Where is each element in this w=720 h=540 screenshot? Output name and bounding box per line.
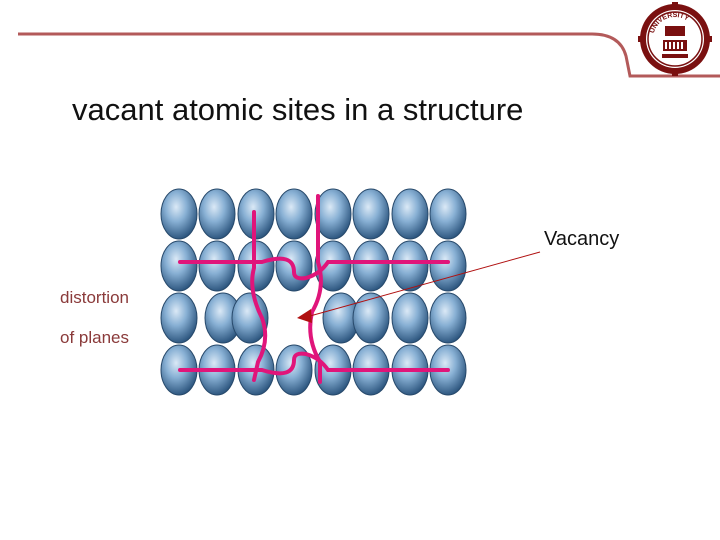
atom: [275, 344, 313, 396]
atom: [198, 188, 236, 240]
atom: [322, 292, 360, 344]
distortion-label: distortion: [60, 288, 129, 307]
atom: [352, 344, 390, 396]
atom: [198, 240, 236, 292]
distortion-label-line2: of planes: [60, 328, 129, 347]
atom: [352, 292, 390, 344]
atom: [391, 240, 429, 292]
horizontal-plane: [178, 256, 450, 281]
atom: [314, 240, 352, 292]
lattice-planes: [178, 194, 450, 384]
atom: [237, 188, 275, 240]
vertical-plane: [250, 210, 268, 382]
atom: [314, 188, 352, 240]
university-seal-icon: UNIVERSITY: [637, 1, 713, 77]
atom: [429, 344, 467, 396]
atom: [314, 344, 352, 396]
atom: [198, 344, 236, 396]
header-rule: [18, 32, 720, 78]
atom: [391, 344, 429, 396]
vacancy-arrow-line: [309, 251, 541, 317]
atom-lattice: [160, 188, 467, 396]
vacancy-label: Vacancy: [544, 228, 620, 250]
atom: [204, 292, 242, 344]
atom: [160, 240, 198, 292]
atom: [237, 344, 275, 396]
atom: [231, 292, 269, 344]
atom: [275, 240, 313, 292]
vertical-plane: [308, 194, 323, 384]
atom: [429, 292, 467, 344]
atom: [429, 240, 467, 292]
atom: [237, 240, 275, 292]
atom: [391, 292, 429, 344]
atom: [160, 292, 198, 344]
atom: [160, 344, 198, 396]
vacancy-arrow-head: [297, 309, 312, 323]
atom: [160, 188, 198, 240]
atom: [352, 240, 390, 292]
horizontal-plane: [178, 351, 450, 376]
atom: [391, 188, 429, 240]
atom: [352, 188, 390, 240]
atom: [275, 188, 313, 240]
slide-title: vacant atomic sites in a structure: [72, 92, 524, 127]
atom: [429, 188, 467, 240]
